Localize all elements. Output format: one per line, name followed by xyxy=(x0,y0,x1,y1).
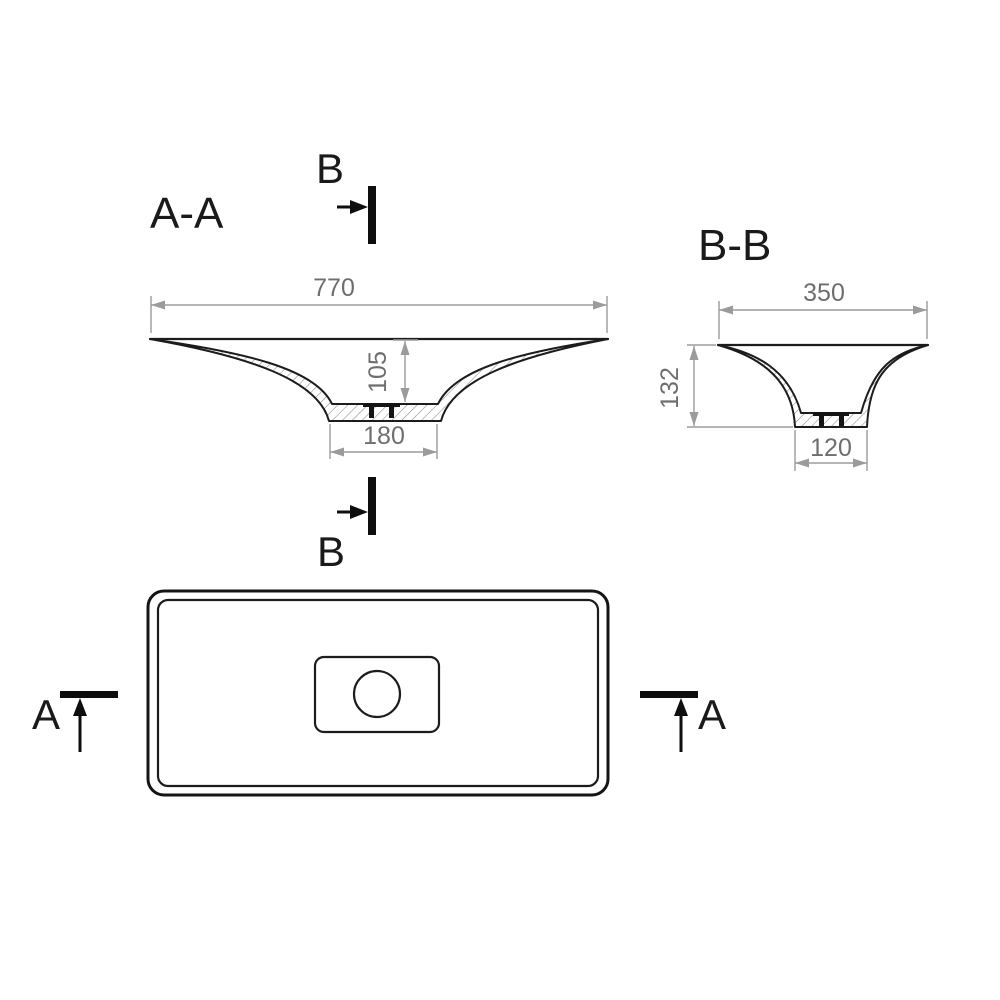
plan-inner-rim xyxy=(156,598,600,788)
bb-drain-fitting xyxy=(813,412,849,426)
bb-basin-wall xyxy=(717,344,929,428)
cut-b-bottom-label: B xyxy=(317,528,345,575)
plan-drain-recess xyxy=(313,655,441,734)
section-cut-a-left: A xyxy=(32,691,118,752)
dim-aa-depth-text: 105 xyxy=(364,351,392,393)
cut-a-left-bar xyxy=(60,691,118,698)
cut-b-bottom-bar xyxy=(368,477,376,535)
cut-a-left-arrowhead-icon xyxy=(73,698,87,716)
dim-bb-bottom: 120 xyxy=(794,430,868,471)
dim-aa-width: 770 xyxy=(150,274,608,333)
section-bb-label: B-B xyxy=(698,221,771,270)
plan-outer-rim xyxy=(146,589,610,797)
dim-aa-bottom: 180 xyxy=(329,422,438,459)
section-aa-view: 770 105 180 xyxy=(148,274,610,459)
cut-b-top-label: B xyxy=(316,145,344,192)
section-cut-a-right: A xyxy=(640,691,726,752)
dim-aa-width-text: 770 xyxy=(313,274,355,302)
cut-a-right-bar xyxy=(640,691,698,698)
cut-a-left-label: A xyxy=(32,691,60,738)
dim-bb-width: 350 xyxy=(718,279,928,339)
plan-drain-hole xyxy=(352,669,402,719)
cut-b-top-arrowhead-icon xyxy=(350,200,368,214)
section-bb-view: 350 132 120 xyxy=(656,279,930,471)
dim-aa-bottom-text: 180 xyxy=(363,422,405,450)
cut-b-bottom-arrowhead-icon xyxy=(350,505,368,519)
section-aa-label: A-A xyxy=(150,189,224,238)
cut-b-top-bar xyxy=(368,186,376,244)
section-cut-b-bottom: B xyxy=(317,477,376,575)
dim-bb-width-text: 350 xyxy=(803,279,845,307)
section-cut-b-top: B xyxy=(316,145,376,244)
plan-view xyxy=(146,589,610,797)
cut-a-right-label: A xyxy=(698,691,726,738)
dim-aa-depth: 105 xyxy=(364,339,418,402)
dim-bb-height: 132 xyxy=(656,344,793,428)
cut-a-right-arrowhead-icon xyxy=(674,698,688,716)
dim-bb-height-text: 132 xyxy=(656,367,684,409)
aa-drain-fitting xyxy=(363,403,400,418)
dim-bb-bottom-text: 120 xyxy=(810,434,852,462)
